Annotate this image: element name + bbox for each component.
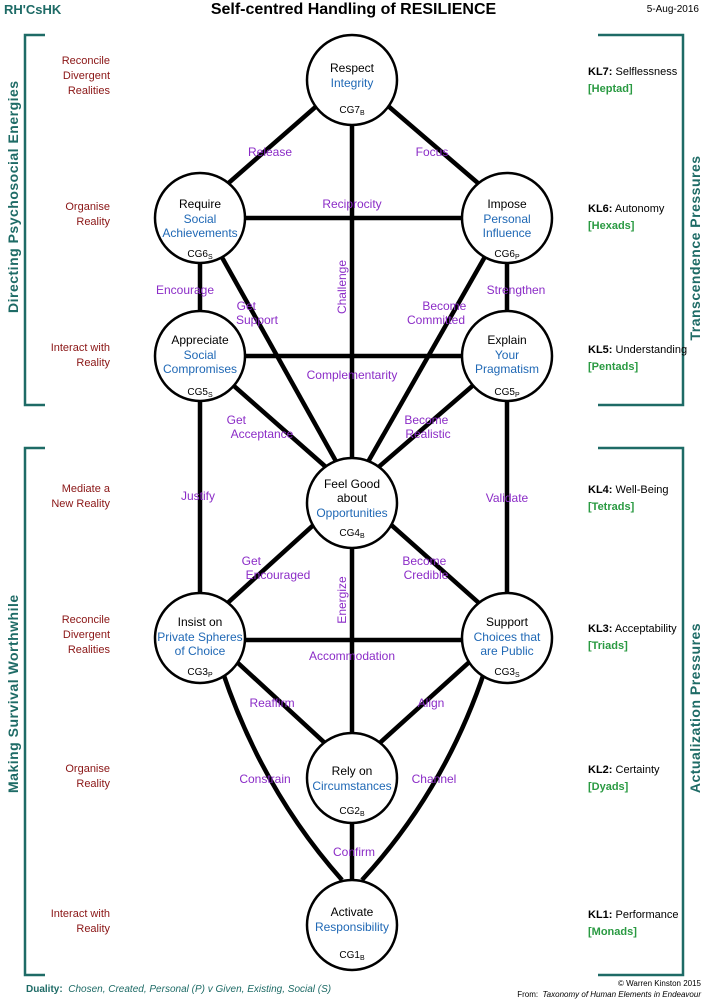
- node-cg4-sub: Opportunities: [316, 506, 387, 520]
- edge-label-become-committed: Become Committed: [407, 299, 470, 327]
- node-circle-cg4: [305, 456, 399, 550]
- node-cg1-sub: Responsibility: [315, 920, 389, 934]
- node-cg3p-code: CG3P: [187, 667, 213, 679]
- node-cg3s-code: CG3S: [494, 667, 520, 679]
- kl1-label: KL1: Performance [Monads]: [588, 909, 679, 938]
- node-circle-cg6p: [460, 171, 554, 265]
- node-cg6s-title: Require: [179, 197, 221, 211]
- node-cg6s-code: CG6S: [187, 249, 213, 261]
- edge-label-accommodation: Accommodation: [309, 649, 395, 663]
- node-circle-cg5s: [153, 309, 247, 403]
- edge-cg3p-cg1: [219, 669, 344, 882]
- edge-label-align: Align: [418, 696, 445, 710]
- bracket-frames: [23, 33, 685, 977]
- right-upper-title: Transcendence Pressures: [687, 155, 703, 341]
- page-title: Self-centred Handling of RESILIENCE: [210, 1, 497, 18]
- node-circle-cg5p: [460, 309, 554, 403]
- node-cg6p-title: Impose: [487, 197, 527, 211]
- edge-label-release: Release: [248, 145, 292, 159]
- left-upper-title: Directing Psychosocial Energies: [5, 80, 21, 313]
- node-cg7-title: Respect: [330, 61, 375, 75]
- edge-label-constrain: Constrain: [239, 772, 290, 786]
- duality-footnote: Duality: Chosen, Created, Personal (P) v…: [26, 984, 332, 995]
- edge-label-focus: Focus: [416, 145, 449, 159]
- edge-label-get-encouraged: Get Encouraged: [242, 554, 311, 582]
- header-short-title: RH'CsHK: [4, 2, 62, 17]
- edge-label-group: Release Focus Reciprocity Challenge Enco…: [156, 145, 545, 859]
- node-circle-cg6s: [153, 171, 247, 265]
- node-circle-cg7: [305, 33, 399, 127]
- edge-label-validate: Validate: [486, 491, 529, 505]
- edge-label-energize: Energize: [335, 576, 349, 624]
- edge-label-strengthen: Strengthen: [487, 283, 546, 297]
- node-cg2-title: Rely on: [332, 764, 373, 778]
- kl6-label: KL6: Autonomy [Hexads]: [588, 203, 665, 232]
- copyright-note: © Warren Kinston 2015 From: Taxonomy of …: [517, 979, 701, 999]
- kl5-label: KL5: Understanding [Pentads]: [588, 344, 688, 373]
- node-cg3s-title: Support: [486, 615, 529, 629]
- page-date: 5-Aug-2016: [646, 4, 699, 15]
- edge-label-reciprocity: Reciprocity: [322, 197, 381, 211]
- node-cg4-code: CG4B: [339, 528, 365, 540]
- kl3-label: KL3: Acceptability [Triads]: [588, 623, 677, 652]
- node-cg6p-code: CG6P: [494, 249, 520, 261]
- kl2-label: KL2: Certainty [Dyads]: [588, 764, 660, 793]
- node-cg7-sub: Integrity: [331, 76, 374, 90]
- edge-label-justify: Justify: [181, 489, 215, 503]
- node-circle-cg2: [305, 731, 399, 825]
- edge-label-confirm: Confirm: [333, 845, 375, 859]
- edge-label-become-realistic: Become Realistic: [404, 413, 451, 441]
- edge-label-encourage: Encourage: [156, 283, 214, 297]
- left-lower-bracket: [23, 446, 45, 977]
- node-cg2-sub: Circumstances: [312, 779, 391, 793]
- edge-label-channel: Channel: [412, 772, 457, 786]
- node-cg2-code: CG2B: [339, 806, 365, 818]
- node-cg5p-code: CG5P: [494, 387, 520, 399]
- node-circle-cg3s: [460, 591, 554, 685]
- edge-label-complementarity: Complementarity: [307, 368, 398, 382]
- node-cg5s-title: Appreciate: [171, 333, 229, 347]
- edge-label-challenge: Challenge: [335, 260, 349, 314]
- node-circles: [153, 33, 554, 972]
- kl4-label: KL4: Well-Being [Tetrads]: [588, 484, 669, 513]
- right-lower-bracket: [598, 446, 685, 977]
- right-upper-bracket: [598, 33, 685, 407]
- node-circle-cg3p: [153, 591, 247, 685]
- node-cg7-code: CG7B: [339, 105, 365, 117]
- node-circle-cg1: [305, 878, 399, 972]
- left-lower-title: Making Survival Worthwhile: [5, 594, 21, 793]
- node-cg5s-code: CG5S: [187, 387, 213, 399]
- edge-label-get-acceptance: Get Acceptance: [227, 413, 294, 441]
- node-cg1-title: Activate: [331, 905, 374, 919]
- left-upper-bracket: [23, 33, 45, 407]
- node-cg5p-title: Explain: [487, 333, 526, 347]
- node-cg3p-title: Insist on: [178, 615, 223, 629]
- edge-label-become-credible: Become Credible: [402, 554, 449, 582]
- edge-cg3s-cg1: [360, 669, 488, 882]
- edge-label-get-support: Get Support: [236, 299, 279, 327]
- node-cg1-code: CG1B: [339, 950, 365, 962]
- edge-label-reaffirm: Reaffirm: [249, 696, 294, 710]
- kl7-label: KL7: Selflessness [Heptad]: [588, 66, 678, 95]
